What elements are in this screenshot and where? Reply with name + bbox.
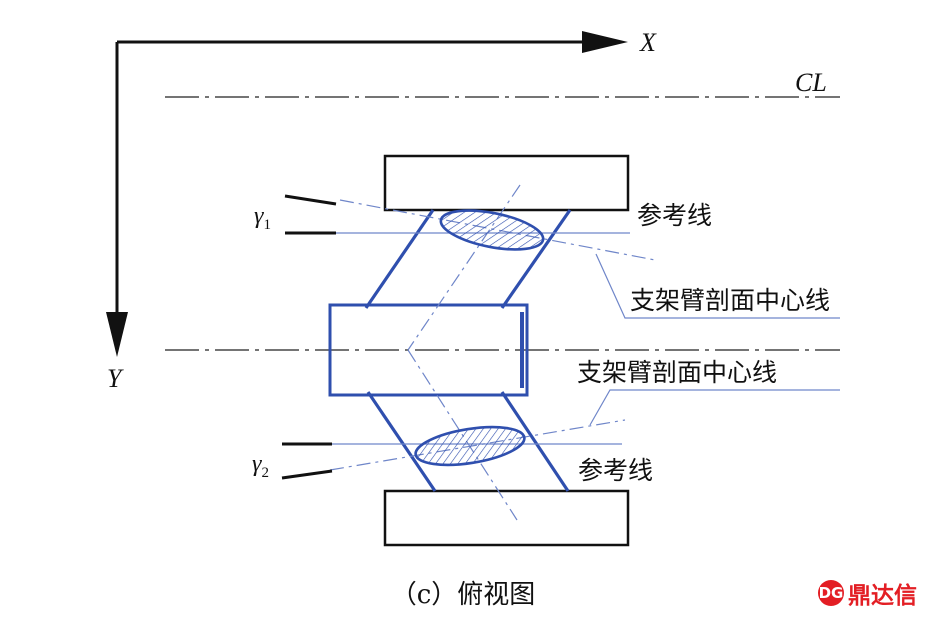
coordinate-axes: [106, 31, 628, 357]
figure-caption: （c）俯视图: [390, 580, 536, 610]
gamma2-label: γ2: [252, 452, 269, 481]
upper-arm-section: [439, 209, 545, 251]
upper-arm-right: [500, 209, 572, 309]
bottom-wheel: [383, 489, 630, 547]
lower-arm-section: [414, 425, 526, 467]
gamma2-lower-tick: [281, 469, 333, 480]
watermark-text: 鼎达信: [848, 583, 917, 609]
section-centerline-label-bottom: 支架臂剖面中心线: [577, 358, 778, 387]
lower-arm-right: [500, 391, 570, 492]
x-axis-label: X: [640, 28, 656, 57]
lower-section-centerline: [329, 419, 626, 471]
upper-arm-axis: [407, 184, 521, 351]
gamma1-label: γ1: [254, 204, 271, 233]
gamma1-upper-tick: [284, 194, 337, 206]
section-centerline-label-top: 支架臂剖面中心线: [630, 286, 831, 315]
gamma2-subscript: 2: [261, 464, 269, 481]
y-axis-label: Y: [107, 364, 122, 393]
lower-arm-left: [366, 391, 437, 492]
gamma1-subscript: 1: [263, 216, 271, 233]
reference-line-label-bottom: 参考线: [578, 456, 654, 485]
axle-housing: [328, 303, 529, 397]
upper-arm-left: [364, 209, 435, 309]
watermark: DG 鼎达信: [818, 576, 917, 610]
support-arms: [364, 209, 572, 492]
gamma1-symbol: γ: [254, 203, 264, 229]
y-axis-arrowhead: [106, 312, 128, 357]
upper-leader-line: [595, 253, 840, 319]
reference-line-label-top: 参考线: [637, 201, 713, 230]
top-wheel: [383, 154, 630, 212]
construction-lines: [285, 184, 840, 521]
angle-indicators: [281, 194, 337, 480]
watermark-logo-icon: DG: [818, 580, 844, 606]
gamma2-symbol: γ: [252, 451, 262, 477]
lower-leader-line: [589, 389, 840, 426]
centerline-label: CL: [795, 68, 827, 97]
x-axis-arrowhead: [582, 31, 628, 53]
